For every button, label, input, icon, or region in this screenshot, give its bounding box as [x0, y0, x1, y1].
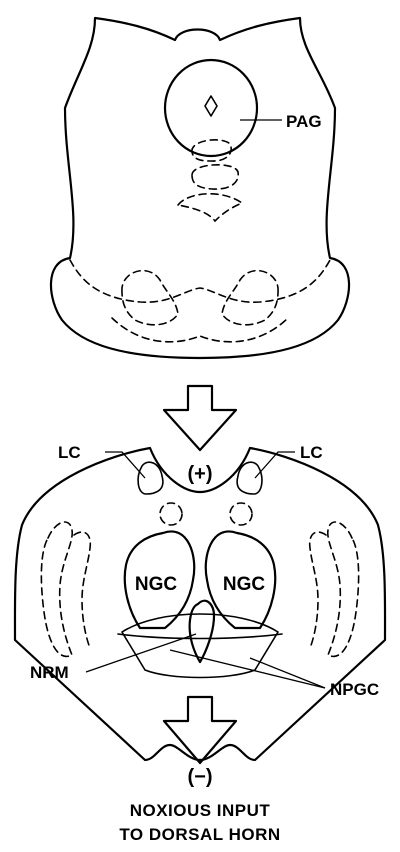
nrm-label: NRM: [30, 663, 69, 682]
pag-label: PAG: [286, 112, 322, 131]
peduncle-left-dashed: [122, 271, 178, 325]
peduncle-outer-dashed: [70, 260, 330, 302]
medulla-outline: [15, 448, 385, 760]
caption-line-2: TO DORSAL HORN: [119, 825, 280, 844]
raphe-nucleus-lower: [178, 194, 242, 221]
aqueduct: [205, 96, 217, 116]
lc-left-label: LC: [58, 443, 81, 462]
lc-right-label: LC: [300, 443, 323, 462]
midbrain-section: PAG: [51, 18, 349, 358]
down-arrow-upper: [164, 386, 236, 450]
npgc-midline: [118, 634, 282, 639]
lateral-tract-left: [41, 522, 72, 656]
lateral-tract-right: [328, 522, 359, 656]
lateral-tract-right-inner: [310, 532, 326, 648]
peduncle-right-dashed: [222, 271, 278, 325]
lc-right-nucleus: [237, 462, 262, 494]
npgc-region: [122, 614, 278, 678]
medulla-section: LC LC (+) NGC NGC NRM NPGC: [15, 443, 385, 760]
npgc-label: NPGC: [330, 680, 379, 699]
pag-region: [165, 60, 257, 156]
raphe-nucleus-middle: [192, 165, 238, 189]
dashed-circle-right: [230, 503, 252, 525]
midbrain-outline: [51, 18, 349, 358]
lateral-tract-left-inner: [74, 532, 90, 648]
raphe-nucleus-upper: [192, 140, 231, 161]
facilitation-sign: (+): [188, 463, 213, 485]
caption-line-1: NOXIOUS INPUT: [130, 801, 271, 820]
ngc-right-label: NGC: [223, 574, 266, 595]
inhibition-sign: (−): [188, 766, 213, 788]
lc-left-nucleus: [138, 462, 163, 494]
ngc-left-label: NGC: [135, 574, 178, 595]
down-arrow-lower: [164, 697, 236, 763]
nrm-leader-line: [86, 634, 196, 672]
npgc-leader-line-left: [170, 650, 325, 688]
dashed-circle-left: [160, 503, 182, 525]
nrm-nucleus: [190, 601, 214, 662]
